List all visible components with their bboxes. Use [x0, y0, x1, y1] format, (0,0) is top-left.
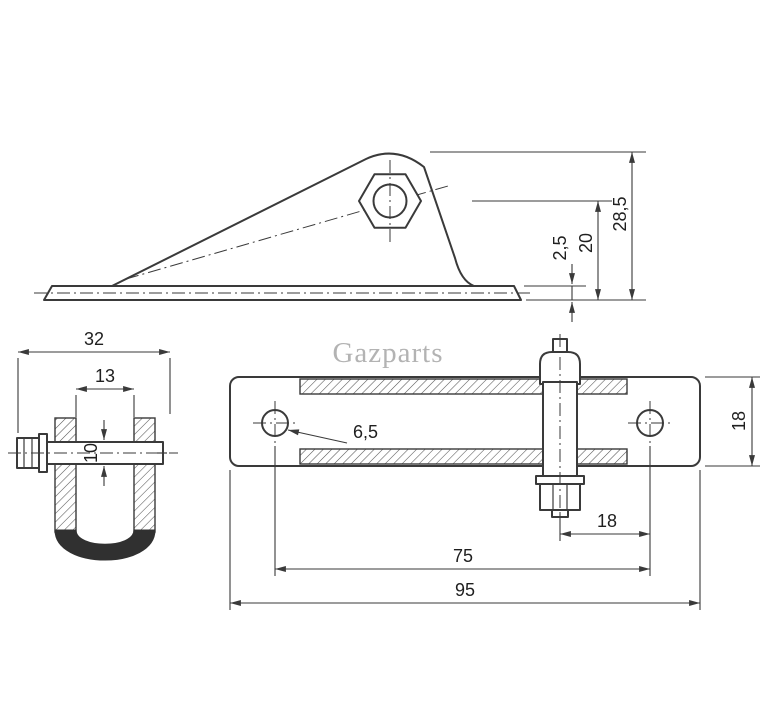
dim-label-inner-width: 13 — [95, 366, 115, 386]
dim-label-bolt-diameter: 10 — [81, 443, 101, 463]
dim-label-overall-height: 28,5 — [610, 196, 630, 231]
channel-view-dimensions: 32 13 10 — [17, 329, 171, 486]
center-bolt — [535, 334, 585, 524]
dim-label-plate-thickness: 2,5 — [550, 235, 570, 260]
dim-label-overall-length: 95 — [455, 580, 475, 600]
dim-label-plate-width: 18 — [729, 411, 749, 431]
channel-view: 32 13 10 — [8, 329, 178, 561]
dim-label-stud-center-height: 20 — [576, 233, 596, 253]
dim-label-outer-width: 32 — [84, 329, 104, 349]
dim-label-hole-diameter: 6,5 — [353, 422, 378, 442]
side-view: 2,5 20 28,5 — [34, 151, 646, 322]
channel-left-wall — [54, 417, 77, 533]
gusset-profile — [111, 152, 475, 287]
side-view-dimensions: 2,5 20 28,5 — [430, 151, 646, 322]
channel-right-wall — [133, 417, 156, 533]
mounting-plate — [229, 376, 701, 467]
watermark-text: Gazparts — [332, 337, 443, 369]
plan-view: 6,5 18 18 75 95 — [229, 334, 760, 610]
channel-bottom — [54, 529, 156, 561]
plan-view-dimensions: 6,5 18 18 75 95 — [229, 376, 760, 610]
dim-label-bolt-to-hole: 18 — [597, 511, 617, 531]
dim-label-hole-spacing: 75 — [453, 546, 473, 566]
